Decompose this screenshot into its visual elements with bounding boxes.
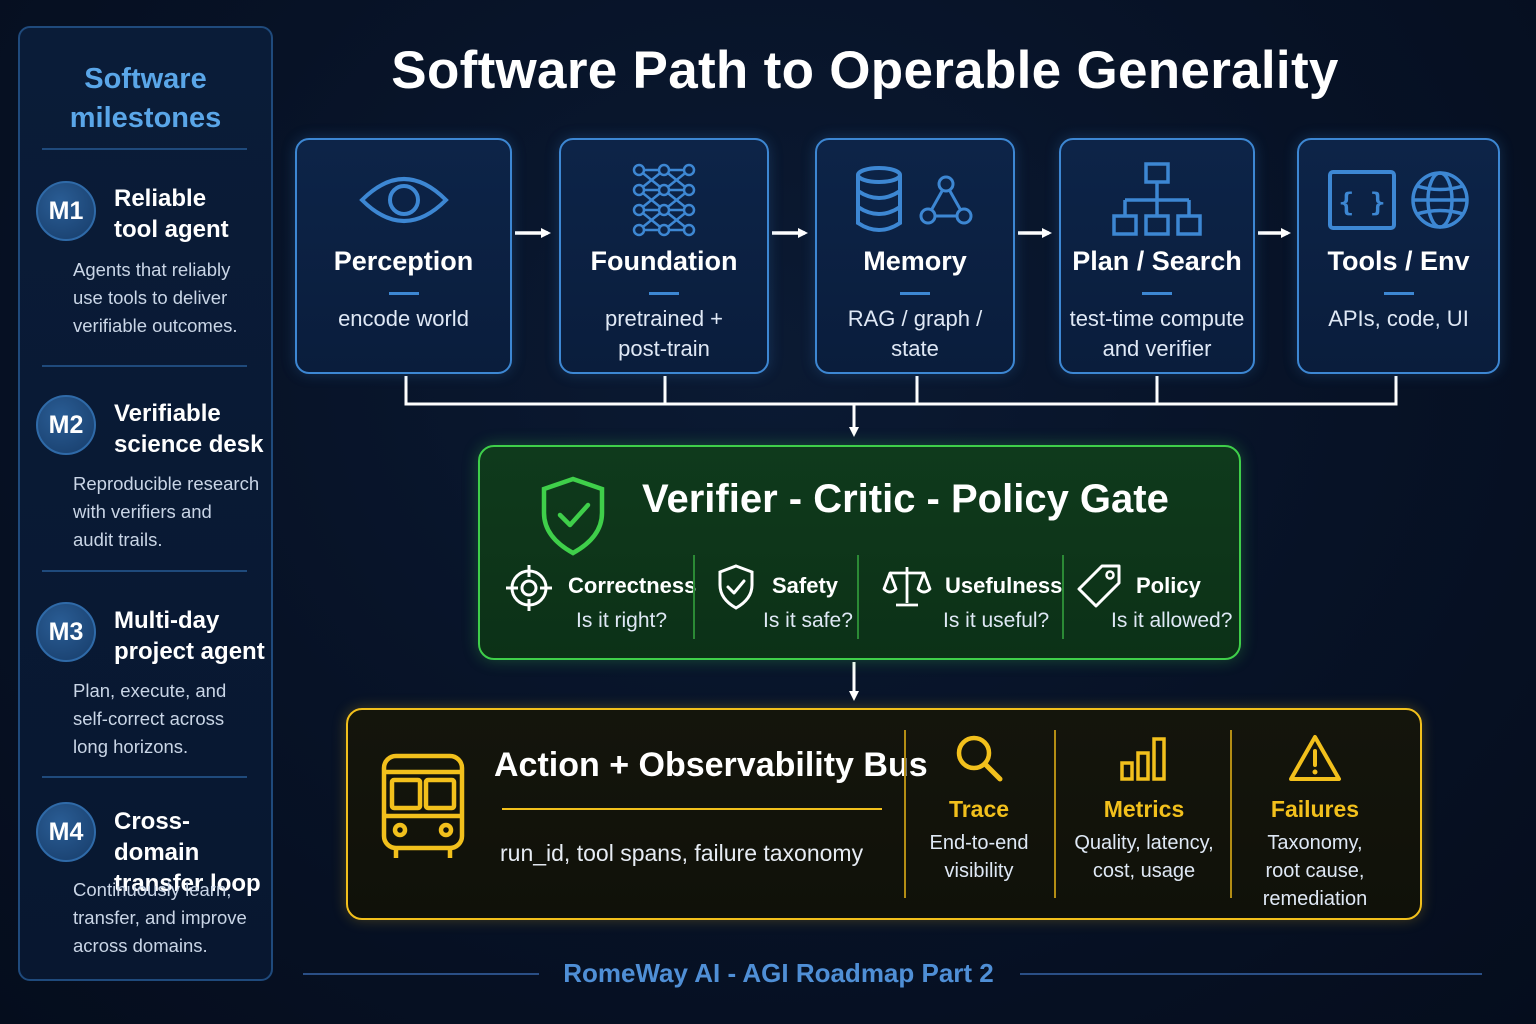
footer-divider-left [303,973,539,975]
gate-item-question: Is it allowed? [1111,609,1233,632]
stage-perception: Perception encode world [295,138,512,374]
sidebar-divider [42,776,247,778]
bus-column-divider [904,730,906,898]
gate-title: Verifier - Critic - Policy Gate [642,477,1169,521]
gate-item-usefulness: Usefulness Is it useful? [882,559,1062,643]
footer-divider-right [1020,973,1482,975]
stage-foundation: Foundation pretrained + post-train [559,138,769,374]
gate-item-safety: Safety Is it safe? [716,559,866,643]
gate-item-label: Policy [1136,573,1201,598]
milestone-title: Verifiable science desk [114,400,264,458]
bus-column-metrics: Metrics Quality, latency, cost, usage [1064,730,1224,885]
milestone-title: Reliable tool agent [114,185,229,243]
stage-divider [900,292,930,295]
action-observability-bus: Action + Observability Bus run_id, tool … [346,708,1422,920]
gate-item-label: Usefulness [945,573,1063,598]
svg-text:{ }: { } [1338,188,1385,218]
stage-subtitle: test-time compute and verifier [1069,306,1245,361]
scale-icon [882,567,932,607]
milestone-title: Cross-domain transfer loop [114,808,261,897]
bus-column-failures: Failures Taxonomy, root cause, remediati… [1240,730,1390,913]
neural-network-icon [632,163,696,237]
bus-column-label: Trace [948,796,1010,822]
bus-subtitle: run_id, tool spans, failure taxonomy [500,840,864,866]
gate-item-question: Is it right? [576,609,668,632]
graph-nodes-icon [919,175,973,225]
stage-subtitle: encode world [338,306,469,331]
bus-column-description: Taxonomy, root cause, remediation [1262,832,1368,910]
bus-column-label: Metrics [1103,796,1185,822]
tag-icon [1077,564,1121,608]
milestones-sidebar: Software milestones M1 Reliable tool age… [18,26,273,981]
sidebar-divider [42,570,247,572]
stage-title: Tools / Env [1327,246,1470,276]
warning-icon [1289,735,1341,781]
gate-divider [857,555,859,639]
bus-title: Action + Observability Bus [494,746,928,784]
page-title: Software Path to Operable Generality [391,41,1339,100]
stage-subtitle: pretrained + post-train [604,306,724,361]
eye-icon [358,177,449,223]
stage-divider [388,292,419,295]
gate-item-question: Is it safe? [763,609,853,632]
hierarchy-tree-icon [1112,162,1202,236]
database-icon [856,166,902,232]
gate-item-policy: Policy Is it allowed? [1076,559,1236,643]
gate-item-label: Safety [772,573,839,598]
bus-icon [381,753,465,858]
bus-column-description: End-to-end visibility [929,832,1029,882]
shield-icon [718,564,754,610]
milestone-description: Agents that reliably use tools to delive… [73,259,238,336]
stage-plan-search: Plan / Search test-time compute and veri… [1059,138,1255,374]
footer-credit: RomeWay AI - AGI Roadmap Part 2 [563,958,994,988]
sidebar-title: Software milestones [69,63,222,134]
search-icon [956,735,1003,782]
milestone-badge: M2 [36,395,96,455]
gate-item-correctness: Correctness Is it right? [504,559,697,643]
globe-icon [1410,171,1469,229]
shield-check-icon [541,476,605,556]
milestone-description: Reproducible research with verifiers and… [73,473,260,550]
milestone-badge: M1 [36,181,96,241]
stage-divider [649,292,679,295]
verifier-policy-gate: Verifier - Critic - Policy Gate Correctn… [478,445,1241,660]
stage-title: Plan / Search [1072,246,1242,276]
milestone-badge: M4 [36,802,96,862]
gate-item-question: Is it useful? [943,609,1050,632]
stage-subtitle: RAG / graph / state [847,306,983,361]
gate-divider [693,555,695,639]
milestone-title: Multi-day project agent [114,607,265,665]
bus-column-trace: Trace End-to-end visibility [914,730,1044,885]
stage-subtitle: APIs, code, UI [1328,306,1469,331]
stage-divider [1383,292,1414,295]
milestone-badge: M3 [36,602,96,662]
bus-column-label: Failures [1270,796,1360,822]
bus-column-description: Quality, latency, cost, usage [1074,832,1214,882]
sidebar-divider [42,365,247,367]
stage-bracket [404,376,1398,701]
stage-divider [1142,292,1172,295]
milestone-description: Plan, execute, and self-correct across l… [73,680,227,757]
stage-tools-env: { } Tools / Env APIs, code, UI [1297,138,1500,374]
gate-divider [1062,555,1064,639]
bar-chart-icon [1120,737,1166,781]
target-icon [506,565,552,611]
stage-memory: Memory RAG / graph / state [815,138,1015,374]
stage-title: Memory [863,246,967,276]
bus-divider [502,808,882,810]
bus-column-divider [1054,730,1056,898]
stage-title: Perception [333,246,474,276]
code-braces-icon: { } [1327,170,1396,230]
bus-column-divider [1230,730,1232,898]
milestone-description: Continuously learn, transfer, and improv… [73,879,247,956]
gate-item-label: Correctness [568,573,697,598]
stage-title: Foundation [590,246,738,276]
sidebar-divider [42,148,247,150]
